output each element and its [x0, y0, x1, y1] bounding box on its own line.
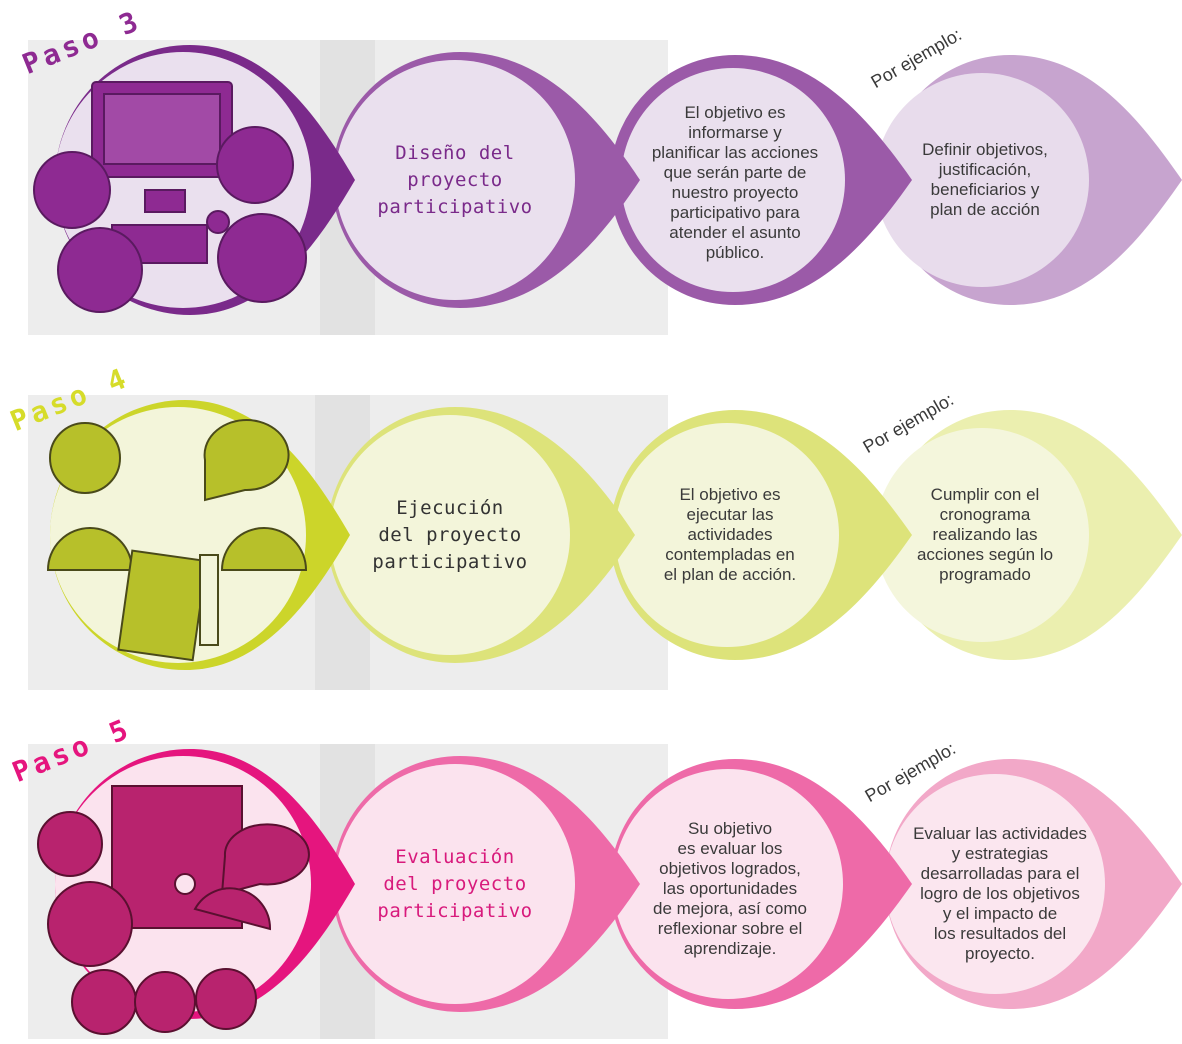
title-line: Ejecución: [396, 496, 504, 519]
example-circle: [875, 73, 1089, 287]
people-book-illustration-icon: [46, 419, 308, 662]
title-circle: [335, 764, 575, 1004]
objective-line: nuestro proyecto: [671, 183, 799, 202]
title-line: participativo: [377, 195, 533, 218]
objective-text: El objetivo es informarse y planificar l…: [630, 78, 840, 288]
title-line: proyecto: [407, 168, 503, 191]
example-line: beneficiarios y: [930, 180, 1040, 199]
objective-circle: [615, 423, 839, 647]
computer-illustration-icon: [33, 81, 307, 313]
objective-line: El objetivo es: [679, 485, 781, 504]
objective-text: Su objetivo es evaluar los objetivos log…: [625, 799, 835, 979]
example-line: Evaluar las actividades: [913, 824, 1087, 843]
example-line: desarrolladas para el: [920, 864, 1080, 883]
objective-circle: [621, 68, 845, 292]
objective-line: es evaluar los: [677, 839, 783, 858]
objective-line: las oportunidades: [662, 879, 798, 898]
step-shapes: [46, 400, 1182, 670]
objective-line: de mejora, así como: [652, 899, 807, 918]
objective-line: El objetivo es: [684, 103, 786, 122]
title-line: participativo: [377, 899, 533, 922]
example-line: realizando las: [932, 525, 1038, 544]
objective-circle: [613, 769, 843, 999]
example-line: justificación,: [938, 160, 1032, 179]
objective-line: ejecutar las: [686, 505, 774, 524]
example-line: Cumplir con el: [930, 485, 1040, 504]
step-row-5: Paso 5 Evaluación del proyecto participa…: [0, 704, 1182, 1044]
example-line: Definir objetivos,: [922, 140, 1048, 159]
objective-line: planificar las acciones: [651, 143, 819, 162]
title-line: Diseño del: [395, 141, 515, 164]
objective-line: participativo para: [670, 203, 800, 222]
example-line: plan de acción: [930, 200, 1040, 219]
example-line: programado: [939, 565, 1031, 584]
step-row-4: Paso 4 Ejecución del proyecto participat…: [0, 355, 1182, 695]
objective-line: que serán parte de: [663, 163, 807, 182]
objective-line: reflexionar sobre el: [657, 919, 803, 938]
step-shapes: [33, 45, 1182, 315]
example-text: Definir objetivos, justificación, benefi…: [890, 110, 1080, 250]
example-line: acciones según lo: [916, 545, 1054, 564]
step-title: Evaluación del proyecto participativo: [355, 814, 555, 954]
title-line: participativo: [372, 550, 528, 573]
example-text: Cumplir con el cronograma realizando las…: [890, 465, 1080, 605]
example-line: proyecto.: [965, 944, 1035, 963]
title-line: Evaluación: [395, 845, 515, 868]
example-line: los resultados del: [933, 924, 1067, 943]
title-line: del proyecto: [378, 523, 522, 546]
title-line: del proyecto: [383, 872, 527, 895]
title-circle: [335, 60, 575, 300]
example-text: Evaluar las actividades y estrategias de…: [895, 804, 1105, 984]
objective-line: contempladas en: [665, 545, 795, 564]
objective-line: público.: [705, 243, 765, 262]
objective-line: el plan de acción.: [663, 565, 797, 584]
evaluation-illustration-icon: [37, 785, 310, 1035]
title-circle: [330, 415, 570, 655]
objective-line: actividades: [687, 525, 773, 544]
step-title: Diseño del proyecto participativo: [355, 110, 555, 250]
objective-text: El objetivo es ejecutar las actividades …: [630, 465, 830, 605]
example-circle: [885, 774, 1105, 994]
example-line: cronograma: [939, 505, 1031, 524]
example-circle: [875, 428, 1089, 642]
objective-line: aprendizaje.: [683, 939, 777, 958]
objective-line: atender el asunto: [669, 223, 801, 242]
objective-line: objetivos logrados,: [659, 859, 801, 878]
example-line: y el impacto de: [942, 904, 1058, 923]
example-line: logro de los objetivos: [920, 884, 1080, 903]
step-title: Ejecución del proyecto participativo: [350, 465, 550, 605]
objective-line: informarse y: [688, 123, 782, 142]
step-row-3: Paso 3 Diseño del proyecto participativo…: [0, 0, 1182, 340]
step-shapes: [37, 749, 1182, 1035]
objective-line: Su objetivo: [687, 819, 773, 838]
example-line: y estrategias: [951, 844, 1049, 863]
